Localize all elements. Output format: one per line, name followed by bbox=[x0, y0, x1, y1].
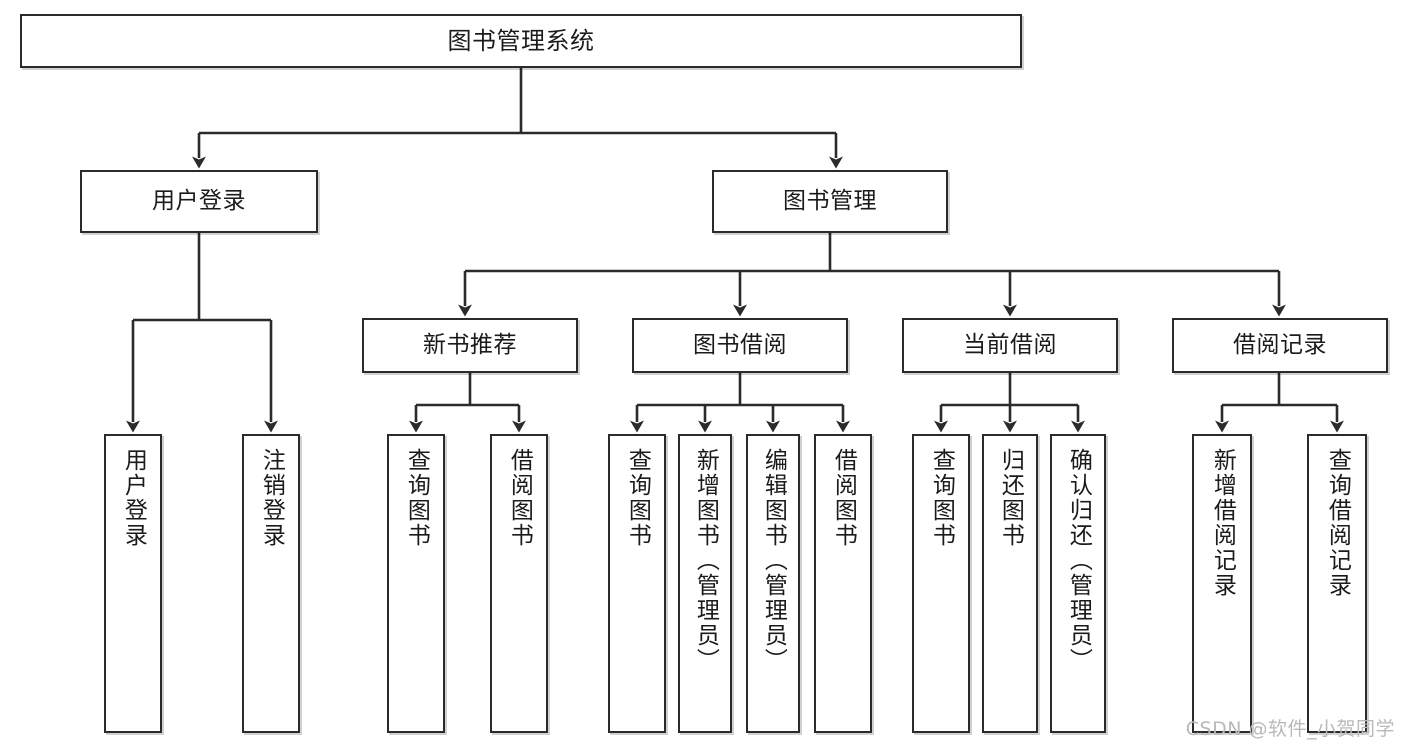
node-leaf-return-book[interactable]: 归还图书 bbox=[982, 434, 1038, 733]
node-leaf-add-book[interactable]: 新增图书（管理员） bbox=[678, 434, 732, 733]
node-leaf-confirm-return[interactable]: 确认归还（管理员） bbox=[1050, 434, 1106, 733]
node-label: 查询图书 bbox=[624, 448, 651, 548]
node-label: 编辑图书（管理员） bbox=[760, 448, 787, 673]
node-leaf-query-book-2[interactable]: 查询图书 bbox=[608, 434, 666, 733]
node-label: 新增图书（管理员） bbox=[692, 448, 719, 673]
node-label: 确认归还（管理员） bbox=[1065, 448, 1092, 673]
node-label: 借阅图书 bbox=[506, 448, 533, 548]
node-leaf-add-record[interactable]: 新增借阅记录 bbox=[1192, 434, 1252, 733]
node-leaf-query-record[interactable]: 查询借阅记录 bbox=[1307, 434, 1367, 733]
node-book-manage[interactable]: 图书管理 bbox=[712, 170, 948, 233]
node-label: 借阅记录 bbox=[1233, 331, 1327, 358]
node-label: 归还图书 bbox=[997, 448, 1024, 548]
node-label: 新书推荐 bbox=[423, 331, 517, 358]
node-leaf-query-book-3[interactable]: 查询图书 bbox=[912, 434, 970, 733]
node-label: 注销登录 bbox=[258, 448, 285, 548]
node-label: 当前借阅 bbox=[963, 331, 1057, 358]
node-label: 图书管理系统 bbox=[447, 26, 595, 55]
node-label: 查询借阅记录 bbox=[1324, 448, 1351, 598]
node-label: 查询图书 bbox=[403, 448, 430, 548]
node-leaf-user-logout[interactable]: 注销登录 bbox=[242, 434, 300, 733]
node-book-borrow[interactable]: 图书借阅 bbox=[632, 318, 848, 373]
node-label: 查询图书 bbox=[928, 448, 955, 548]
node-label: 用户登录 bbox=[120, 448, 147, 548]
node-label: 图书借阅 bbox=[693, 331, 787, 358]
node-leaf-edit-book[interactable]: 编辑图书（管理员） bbox=[746, 434, 800, 733]
node-new-book-recommend[interactable]: 新书推荐 bbox=[362, 318, 578, 373]
node-leaf-borrow-book-1[interactable]: 借阅图书 bbox=[490, 434, 548, 733]
node-borrow-record[interactable]: 借阅记录 bbox=[1172, 318, 1388, 373]
node-label: 用户登录 bbox=[152, 187, 246, 214]
node-leaf-query-book-1[interactable]: 查询图书 bbox=[387, 434, 445, 733]
node-leaf-borrow-book-2[interactable]: 借阅图书 bbox=[814, 434, 872, 733]
node-user-login[interactable]: 用户登录 bbox=[80, 170, 318, 233]
node-leaf-user-login[interactable]: 用户登录 bbox=[104, 434, 162, 733]
node-root-system[interactable]: 图书管理系统 bbox=[20, 14, 1022, 68]
node-current-borrow[interactable]: 当前借阅 bbox=[902, 318, 1118, 373]
node-label: 图书管理 bbox=[783, 187, 877, 214]
node-label: 借阅图书 bbox=[830, 448, 857, 548]
node-label: 新增借阅记录 bbox=[1209, 448, 1236, 598]
watermark-text: CSDN @软件_小贺同学 bbox=[1185, 718, 1395, 740]
